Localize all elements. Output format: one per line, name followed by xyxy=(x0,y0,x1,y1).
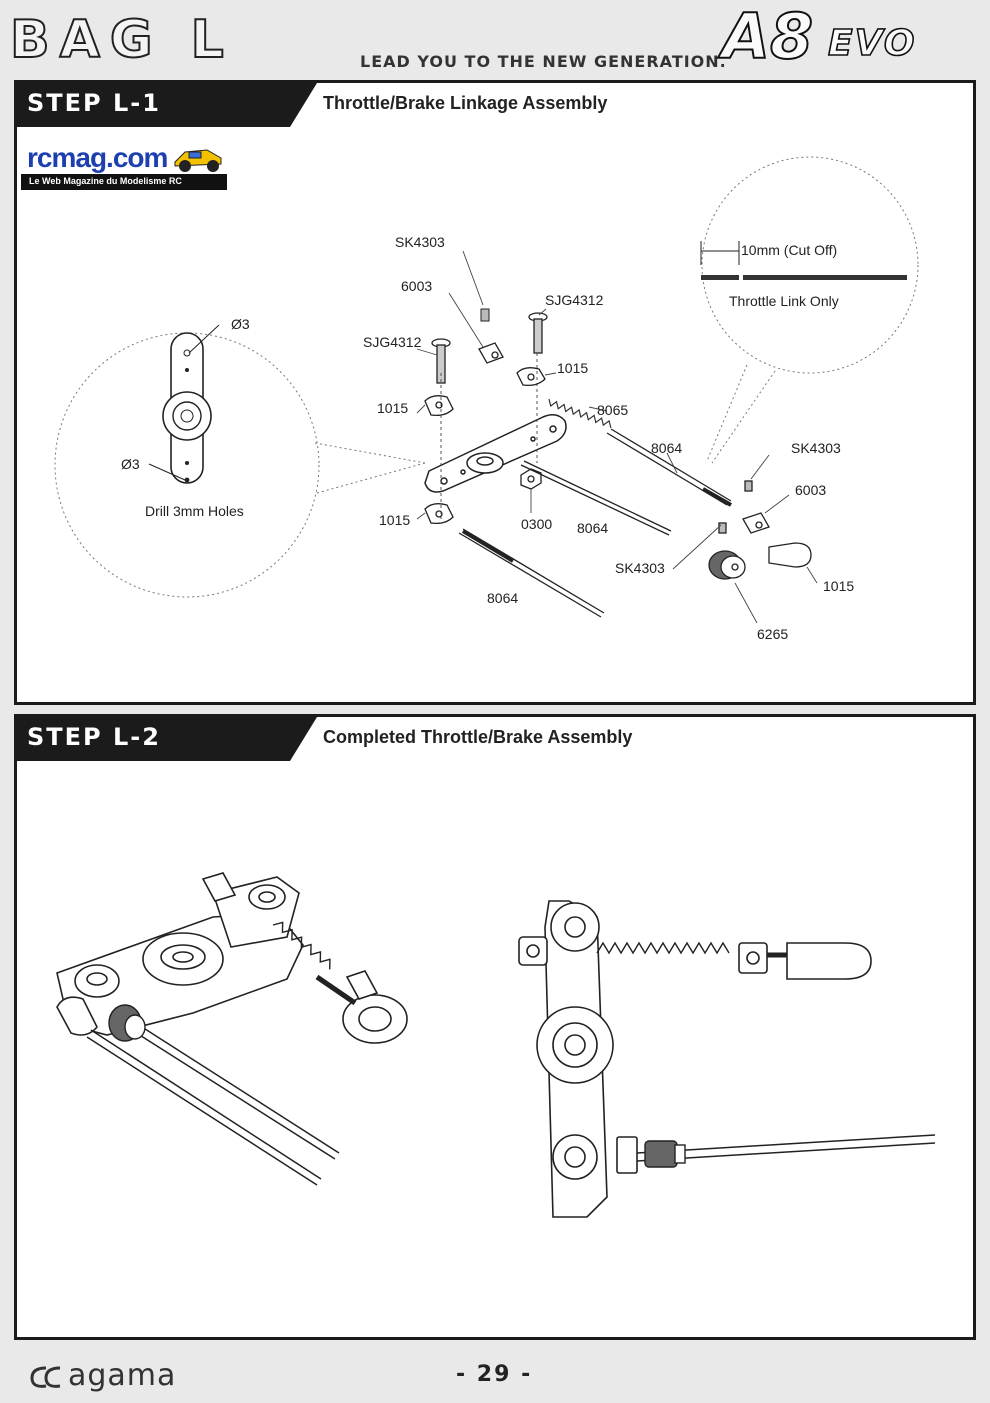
servo-saver-arm xyxy=(424,414,567,493)
label-sk4303-a: SK4303 xyxy=(395,234,445,250)
step-l2-panel: STEP L-2 Completed Throttle/Brake Assemb… xyxy=(14,714,976,1340)
spring-right xyxy=(596,941,730,955)
step-l1-panel: Ø3 Ø3 Drill 3mm Holes 10mm (Cut Off) Thr… xyxy=(14,80,976,705)
step-l2-diagram xyxy=(56,872,936,1218)
label-sjg4312-a: SJG4312 xyxy=(545,292,604,308)
agama-mark-icon xyxy=(30,1366,61,1388)
rcmag-subtitle: Le Web Magazine du Modelisme RC xyxy=(29,176,182,186)
rcmag-watermark: rcmag.com Le Web Magazine du Modelisme R… xyxy=(21,140,227,192)
rc-car-icon xyxy=(174,149,222,172)
stopper-6003-right xyxy=(718,480,770,534)
nut-0300 xyxy=(520,468,542,490)
tagline: LEAD YOU TO THE NEW GENERATION. xyxy=(360,52,727,71)
step-l1-label: STEP L-1 xyxy=(27,89,161,117)
knurled-nut-right xyxy=(644,1140,686,1168)
label-0300: 0300 xyxy=(521,516,552,532)
rcmag-site: rcmag.com xyxy=(27,142,168,173)
label-1015-b: 1015 xyxy=(377,400,408,416)
set-screw-sk4303 xyxy=(480,308,490,322)
stopper-6003 xyxy=(478,342,504,364)
label-1015-d: 1015 xyxy=(823,578,854,594)
page-header: BAG L LEAD YOU TO THE NEW GENERATION. A8… xyxy=(0,0,990,78)
spring-left xyxy=(272,921,331,970)
step-l2-band xyxy=(17,717,317,761)
page-number: - 29 - xyxy=(456,1362,533,1387)
label-1015-c: 1015 xyxy=(379,512,410,528)
brake-nut-6265 xyxy=(708,550,746,580)
throttle-link-callout xyxy=(701,156,919,374)
rod-8064-upper xyxy=(606,428,732,507)
rod-8064-lower xyxy=(458,528,605,618)
label-sk4303-b: SK4303 xyxy=(791,440,841,456)
throttle-link-note: Throttle Link Only xyxy=(729,293,839,309)
rod-right xyxy=(636,952,936,1162)
completed-assembly-left xyxy=(56,872,408,1044)
step-l1-diagram: Ø3 Ø3 Drill 3mm Holes 10mm (Cut Off) Thr… xyxy=(54,156,919,642)
screw-sjg4312-right xyxy=(528,312,548,354)
label-8065: 8065 xyxy=(597,402,628,418)
label-sk4303-c: SK4303 xyxy=(615,560,665,576)
cut-length-label: 10mm (Cut Off) xyxy=(741,242,837,258)
ball-link-1015-lower xyxy=(424,503,454,525)
hole-top-label: Ø3 xyxy=(231,316,250,332)
agama-wordmark: agama xyxy=(68,1358,177,1393)
cut-link-icon xyxy=(700,241,907,280)
label-sjg4312-b: SJG4312 xyxy=(363,334,422,350)
bag-title: BAG L xyxy=(9,10,234,70)
label-1015-a: 1015 xyxy=(557,360,588,376)
label-6003-b: 6003 xyxy=(795,482,826,498)
completed-assembly-right xyxy=(518,900,872,1218)
rod-left xyxy=(86,974,357,1186)
logo-suffix: EVO xyxy=(827,23,917,64)
label-8064-b: 8064 xyxy=(577,520,608,536)
rod-8064-middle xyxy=(520,460,672,536)
label-8064-c: 8064 xyxy=(487,590,518,606)
step-l2-label: STEP L-2 xyxy=(27,723,161,751)
servo-horn-icon xyxy=(148,324,220,484)
a8-evo-logo: A8 EVO xyxy=(721,5,972,72)
ball-cup-1015-right xyxy=(768,542,812,568)
leader-lines xyxy=(416,250,818,624)
step-l1-band xyxy=(17,83,317,127)
label-8064-a: 8064 xyxy=(651,440,682,456)
ball-link-1015-left xyxy=(424,395,454,417)
knurled-nut-left xyxy=(108,1004,146,1042)
step-l1-title: Throttle/Brake Linkage Assembly xyxy=(323,93,608,113)
step-l2-title: Completed Throttle/Brake Assembly xyxy=(323,727,633,747)
ball-link-1015-upper xyxy=(516,367,546,387)
hole-bottom-label: Ø3 xyxy=(121,456,140,472)
drill-note: Drill 3mm Holes xyxy=(145,503,244,519)
screw-sjg4312-left xyxy=(431,338,451,384)
logo-main: A8 xyxy=(721,0,814,73)
spring-8065 xyxy=(548,398,612,429)
label-6003-a: 6003 xyxy=(401,278,432,294)
label-6265: 6265 xyxy=(757,626,788,642)
